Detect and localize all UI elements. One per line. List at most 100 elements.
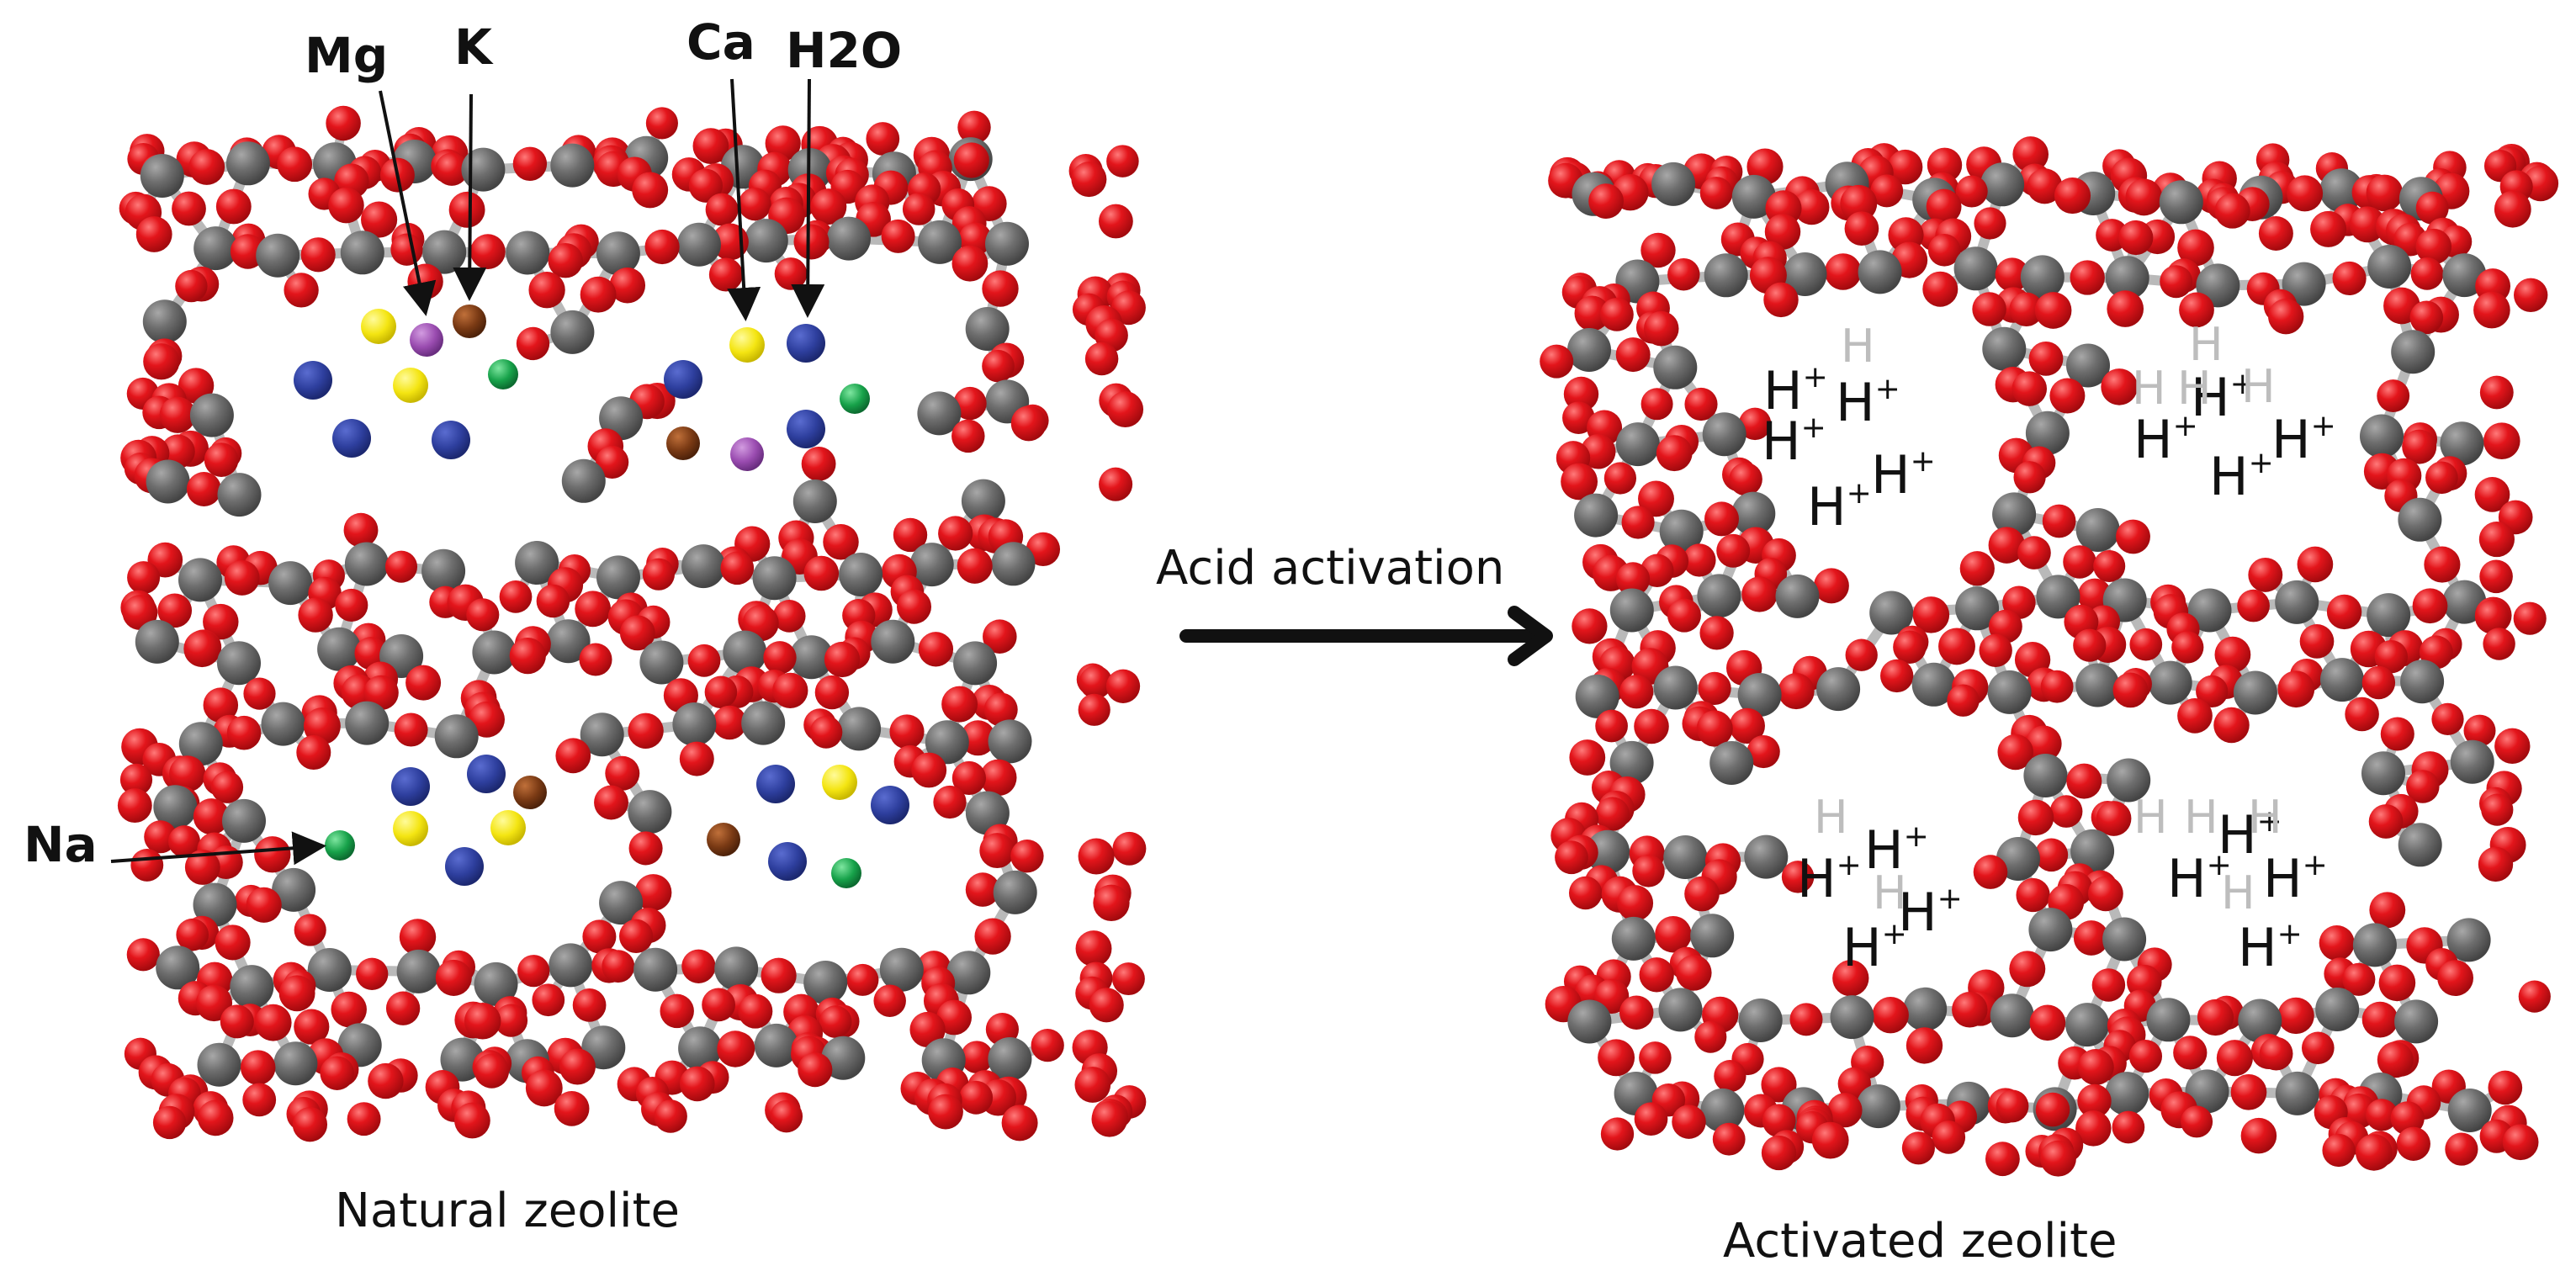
silicon-atom: [628, 790, 672, 834]
oxygen-atom: [2369, 892, 2406, 929]
silicon-atom: [1653, 665, 1698, 710]
oxygen-atom: [951, 419, 985, 453]
oxygen-atom: [1974, 207, 2006, 240]
silicon-atom: [639, 640, 684, 685]
oxygen-atom: [1778, 673, 1815, 710]
h2o-molecule: [787, 410, 825, 448]
silicon-atom: [2398, 823, 2442, 867]
silicon-atom: [2187, 588, 2232, 633]
oxygen-atom: [1872, 996, 1909, 1034]
silicon-atom: [1987, 670, 2032, 714]
faint-proton-label: H: [2177, 362, 2212, 415]
oxygen-atom: [2216, 1040, 2253, 1077]
oxygen-atom: [953, 142, 989, 178]
oxygen-atom: [1638, 480, 1674, 517]
silicon-atom: [225, 141, 270, 186]
silicon-atom: [965, 791, 1010, 835]
ca-ion: [361, 309, 396, 344]
oxygen-atom: [960, 720, 996, 756]
h2o-molecule: [756, 765, 795, 803]
oxygen-atom: [335, 588, 368, 622]
silicon-atom: [272, 867, 316, 912]
silicon-atom: [596, 555, 640, 600]
oxygen-atom: [2096, 801, 2132, 836]
oxygen-atom: [1639, 1041, 1672, 1074]
oxygen-atom: [1932, 1120, 1966, 1154]
oxygen-atom: [277, 146, 313, 183]
oxygen-atom: [356, 957, 389, 990]
oxygen-atom: [928, 1094, 963, 1130]
oxygen-atom: [2214, 193, 2250, 229]
silicon-atom: [1816, 667, 1861, 712]
k-ion: [666, 426, 700, 460]
oxygen-atom: [555, 738, 591, 774]
oxygen-atom: [1621, 506, 1655, 539]
natural-zeolite-caption: Natural zeolite: [335, 1184, 680, 1238]
na-ion: [840, 384, 870, 414]
oxygen-atom: [284, 273, 319, 308]
silicon-atom: [461, 147, 506, 192]
silicon-atom: [918, 220, 962, 264]
oxygen-atom: [2415, 228, 2452, 265]
oxygen-atom: [2091, 968, 2126, 1002]
silicon-atom: [580, 713, 624, 757]
oxygen-atom: [618, 919, 654, 954]
silicon-atom: [792, 479, 837, 523]
oxygen-atom: [464, 1003, 501, 1040]
oxygen-atom: [144, 820, 178, 854]
silicon-atom: [1731, 491, 1776, 536]
oxygen-atom: [692, 128, 729, 164]
oxygen-atom: [2374, 640, 2408, 674]
silicon-atom: [752, 556, 797, 601]
oxygen-atom: [394, 713, 428, 747]
oxygen-atom: [979, 759, 1017, 797]
oxygen-atom: [528, 272, 565, 309]
oxygen-atom: [1880, 659, 1914, 693]
silicon-atom: [2361, 751, 2405, 796]
oxygen-atom: [1603, 462, 1637, 495]
oxygen-atom: [1781, 861, 1815, 893]
oxygen-atom: [2406, 770, 2440, 803]
silicon-atom: [550, 143, 595, 188]
oxygen-atom: [1905, 1027, 1943, 1064]
oxygen-atom: [278, 975, 315, 1012]
silicon-atom: [422, 230, 467, 274]
oxygen-atom: [226, 715, 262, 750]
oxygen-atom: [1762, 1104, 1796, 1138]
oxygen-atom: [1952, 992, 1988, 1028]
oxygen-atom: [1667, 257, 1700, 291]
oxygen-atom: [2160, 265, 2193, 299]
silicon-atom: [871, 619, 915, 664]
oxygen-atom: [435, 152, 469, 186]
oxygen-atom: [2179, 292, 2214, 328]
oxygen-atom: [2214, 636, 2251, 673]
oxygen-atom: [2017, 536, 2051, 569]
mg-ion: [730, 437, 764, 471]
oxygen-atom: [941, 686, 978, 723]
oxygen-atom: [2494, 728, 2531, 764]
oxygen-atom: [654, 1099, 687, 1133]
oxygen-atom: [1996, 1089, 2029, 1123]
oxygen-atom: [2502, 1124, 2539, 1161]
silicon-atom: [197, 1042, 241, 1087]
oxygen-atom: [953, 386, 987, 421]
oxygen-atom: [390, 233, 423, 266]
oxygen-atom: [1938, 628, 1975, 665]
silicon-atom: [2148, 660, 2192, 705]
silicon-atom: [256, 233, 300, 278]
oxygen-atom: [2049, 378, 2086, 414]
exchangeable-cations: [294, 305, 909, 888]
oxygen-atom: [681, 949, 716, 983]
oxygen-atom: [846, 963, 879, 996]
silicon-atom: [909, 543, 954, 587]
oxygen-atom: [824, 641, 861, 678]
oxygen-atom: [2016, 877, 2050, 913]
oxygen-atom: [2326, 594, 2362, 630]
oxygen-atom: [1794, 189, 1830, 225]
silicon-atom: [596, 231, 640, 276]
silicon-atom: [1990, 993, 2034, 1038]
oxygen-atom: [184, 850, 220, 885]
na-ion: [325, 830, 355, 861]
silicon-atom: [993, 870, 1037, 914]
